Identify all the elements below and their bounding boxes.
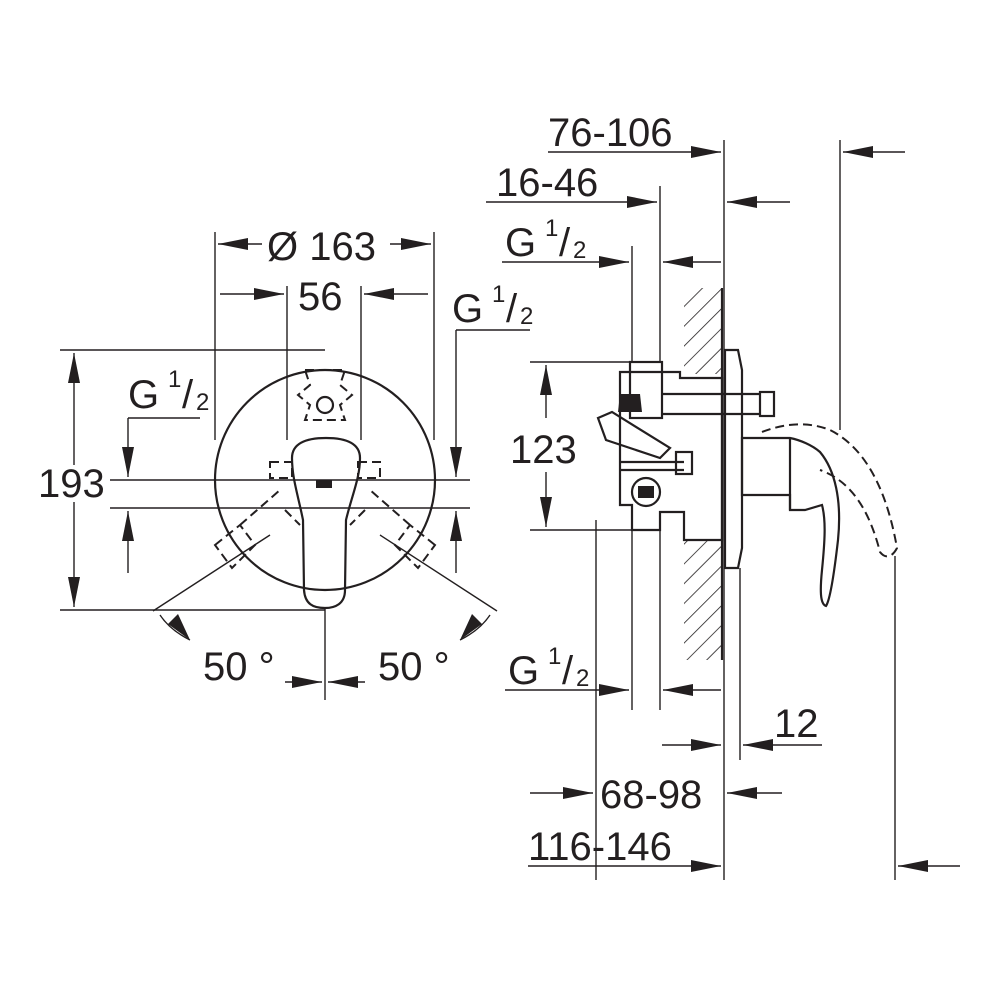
hub-dashed [284, 509, 366, 526]
svg-text:2: 2 [196, 389, 209, 416]
lever-indicator [316, 480, 332, 488]
lever-handle [290, 436, 362, 610]
svg-text:/: / [182, 373, 194, 417]
thread-label-side-bottom: G 1 / 2 [508, 643, 589, 693]
mixer-body [618, 370, 724, 542]
svg-text:1: 1 [548, 643, 561, 670]
rotated-handle-right-dashed [369, 489, 437, 570]
svg-text:G: G [452, 287, 483, 331]
svg-text:1: 1 [168, 366, 181, 393]
lever-handle-side [740, 436, 841, 608]
svg-text:1: 1 [492, 281, 505, 308]
dim-116-146-label: 116-146 [528, 825, 672, 869]
side-lug-left-dashed [269, 461, 293, 479]
svg-text:2: 2 [520, 303, 533, 330]
screw-hole [315, 395, 335, 415]
wall-hatch-bottom [684, 540, 722, 660]
thread-label-right: G 1 / 2 [452, 281, 533, 331]
side-lug-right-dashed [357, 461, 381, 479]
diameter-label: Ø 163 [267, 225, 376, 269]
width-56-label: 56 [298, 275, 343, 319]
connector-top [628, 360, 664, 420]
dim-68-98-label: 68-98 [600, 773, 702, 817]
dim-123-label: 123 [510, 428, 577, 472]
dim-12-label: 12 [774, 702, 819, 746]
cartridge-outline-dashed [296, 369, 354, 421]
thread-label-side-top: G 1 / 2 [505, 215, 586, 265]
thread-label-left: G 1 / 2 [128, 366, 209, 417]
dim-16-46-label: 16-46 [496, 161, 598, 205]
diverter-arm [596, 410, 672, 460]
svg-text:G: G [505, 221, 536, 265]
front-view: Ø 163 56 193 G 1 / 2 G 1 [38, 225, 533, 700]
svg-text:2: 2 [576, 665, 589, 692]
svg-text:/: / [506, 287, 518, 331]
connector-bottom [630, 476, 662, 508]
side-view: 76-106 16-46 G 1 / 2 123 G [486, 111, 960, 880]
angle-left-label: 50 ° [203, 645, 275, 689]
svg-text:G: G [508, 649, 539, 693]
svg-text:G: G [128, 373, 159, 417]
lever-handle-rotated-dashed [761, 423, 899, 558]
height-193-label: 193 [38, 462, 105, 506]
svg-text:2: 2 [573, 237, 586, 264]
svg-text:/: / [562, 649, 574, 693]
angle-right-label: 50 ° [378, 645, 450, 689]
rotated-handle-left-dashed [213, 489, 281, 570]
svg-text:/: / [559, 221, 571, 265]
svg-text:1: 1 [545, 215, 558, 242]
wall-hatch-top [684, 288, 722, 374]
dim-76-106-label: 76-106 [548, 111, 673, 155]
nut-top [618, 394, 642, 412]
escutcheon-side [723, 348, 744, 570]
